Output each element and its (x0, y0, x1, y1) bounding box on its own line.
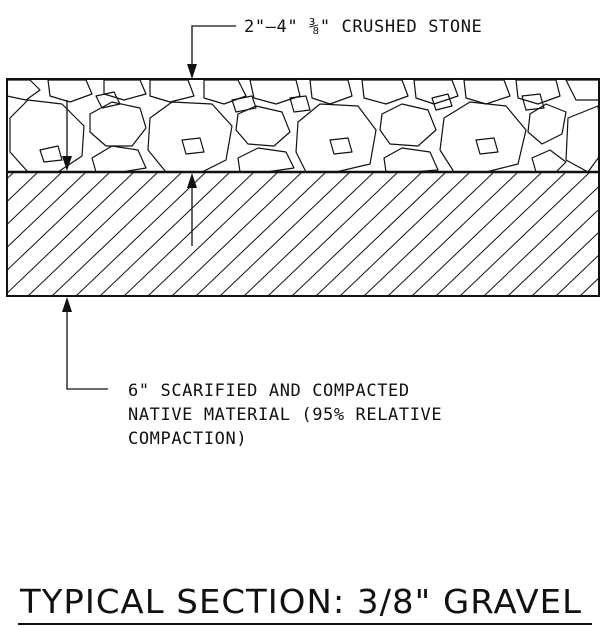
hatch-line (147, 172, 279, 296)
stone-shape (235, 105, 291, 147)
hatch-line (315, 172, 447, 296)
crushed-stone-layer-outline (6, 78, 600, 173)
hatch-line (459, 172, 591, 296)
hatch-line (387, 172, 519, 296)
native-material-layer (6, 170, 608, 297)
stone-shape (9, 99, 85, 172)
hatch-line (7, 172, 39, 203)
crushed-stone-label: 2"–4" ⅜" CRUSHED STONE (244, 17, 482, 37)
crushed-stone-pattern (7, 79, 599, 172)
native-material-label-line-1: 6" SCARIFIED AND COMPACTED (128, 381, 410, 401)
stone-shape (439, 101, 527, 172)
section-title: TYPICAL SECTION: 3/8" GRAVEL (19, 582, 582, 621)
native-material-leader (62, 297, 108, 390)
stone-shape (39, 145, 63, 163)
native-material-hatch (7, 172, 608, 296)
stone-shape (181, 137, 205, 155)
stone-thickness-dimension (62, 100, 197, 246)
hatch-line (7, 172, 111, 271)
stone-shape (295, 103, 377, 172)
hatch-line (507, 208, 599, 296)
stone-shape (95, 91, 121, 109)
hatch-line (483, 185, 599, 296)
stone-shape (383, 147, 439, 172)
stone-shape (475, 137, 499, 155)
stone-shape (289, 95, 311, 113)
hatch-line (555, 254, 599, 296)
stone-shape (527, 103, 567, 145)
native-material-label-line-2: NATIVE MATERIAL (95% RELATIVE (128, 405, 442, 425)
hatch-line (363, 172, 495, 296)
stone-shape (463, 79, 511, 105)
hatch-line (531, 231, 599, 296)
hatch-line (27, 172, 159, 296)
hatch-line (339, 172, 471, 296)
stone-shape (521, 93, 545, 111)
stone-shape (515, 79, 561, 105)
stone-shape (329, 137, 353, 155)
stone-shape (361, 79, 409, 105)
hatch-line (75, 172, 207, 296)
hatch-line (291, 172, 423, 296)
stone-shape (47, 79, 93, 103)
stone-shape (149, 79, 195, 103)
stone-shape (103, 79, 147, 101)
hatch-line (195, 172, 327, 296)
crushed-stone-leader (187, 25, 236, 79)
stone-shape (565, 79, 599, 101)
stone-shape (89, 101, 147, 147)
hatch-line (7, 172, 135, 294)
stone-shape (147, 101, 233, 172)
hatch-line (219, 172, 351, 296)
stone-shape (249, 79, 301, 105)
hatch-line (243, 172, 375, 296)
hatch-line (51, 172, 183, 296)
stone-shape (379, 103, 437, 147)
hatch-line (411, 172, 543, 296)
hatch-line (99, 172, 231, 296)
hatch-line (7, 172, 63, 226)
stone-shape (7, 79, 41, 101)
stone-shape (309, 79, 353, 105)
crushed-stone-layer (6, 78, 600, 173)
native-material-label-line-3: COMPACTION) (128, 429, 247, 449)
stone-shape (413, 79, 459, 105)
hatch-line (123, 172, 255, 296)
stone-shape (237, 147, 295, 172)
stone-shape (91, 145, 147, 172)
hatch-line (7, 172, 87, 249)
hatch-line (267, 172, 399, 296)
stone-shape (531, 149, 567, 172)
hatch-line (604, 172, 608, 296)
stone-shape (431, 93, 453, 111)
stone-shape (231, 95, 257, 113)
stone-shape (565, 105, 599, 172)
hatch-line (435, 172, 567, 296)
stone-shape (203, 79, 247, 105)
hatch-line (171, 172, 303, 296)
